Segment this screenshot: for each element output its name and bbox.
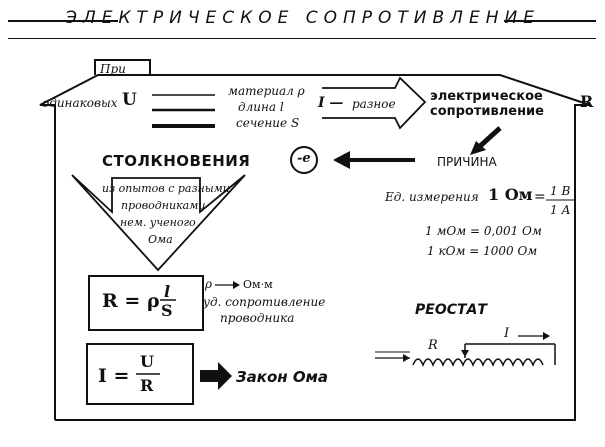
resistance-formula-num: l — [164, 282, 171, 301]
rho-desc-line1: уд. сопротивление — [203, 295, 326, 309]
ohm-law-box — [86, 343, 194, 405]
house-roof-right — [55, 74, 591, 421]
resistance-line1: электрическое — [430, 89, 543, 104]
ohm-formula-num: U — [140, 352, 154, 371]
experiments-funnel-arrow — [71, 174, 246, 272]
rho-unit: Ом·м — [243, 278, 273, 291]
unit-denominator: 1 А — [550, 203, 571, 217]
electron-circle — [290, 146, 318, 174]
section-label: сечение S — [236, 116, 300, 130]
collisions-label: СТОЛКНОВЕНИЯ — [102, 152, 251, 170]
rheostat-title: РЕОСТАТ — [415, 302, 487, 318]
unit-milli: 1 мОм = 0,001 Ом — [425, 224, 542, 238]
title-left-rule — [8, 20, 118, 22]
length-label: длина l — [238, 100, 284, 114]
experiments-line4: Ома — [148, 233, 173, 246]
house-outline — [39, 59, 151, 420]
rheostat-r-label: R — [428, 338, 438, 353]
unit-equals: = — [534, 189, 546, 205]
rho-symbol: ρ — [205, 277, 213, 291]
unit-label: Ед. измерения — [385, 190, 479, 204]
unit-kilo: 1 кОм = 1000 Ом — [427, 244, 538, 258]
resistance-formula-box — [88, 275, 204, 331]
resistance-to-cause-arrow — [476, 126, 502, 150]
material-label: материал ρ — [228, 84, 305, 98]
title-under-rule — [8, 38, 596, 39]
unit-main: 1 Ом — [488, 185, 533, 204]
electron-symbol: -e — [297, 151, 311, 166]
ohm-formula-den: R — [140, 376, 154, 395]
ohm-law-label: Закон Ома — [236, 368, 328, 386]
rheostat-coil — [412, 358, 544, 367]
experiments-line3: нем. ученого — [120, 216, 196, 229]
resistance-formula-left: R = ρ — [102, 290, 160, 312]
current-label: I — — [318, 95, 344, 111]
experiments-line1: из опытов с разными — [102, 182, 230, 195]
title-right-rule — [504, 20, 596, 22]
page-title: ЭЛЕКТРИЧЕСКОЕ СОПРОТИВЛЕНИЕ — [65, 8, 540, 28]
cause-label: ПРИЧИНА — [437, 155, 497, 169]
condition-tab-label: При — [100, 62, 126, 76]
resistance-arrow — [322, 76, 427, 130]
u-symbol: U — [122, 90, 137, 110]
rheostat-i-label: I — [504, 326, 510, 341]
resistance-symbol: R — [580, 92, 594, 111]
experiments-line2: проводниками — [121, 199, 206, 212]
rho-desc-line2: проводника — [220, 311, 295, 325]
unit-numerator: 1 В — [550, 184, 571, 198]
condition-prefix: одинаковых — [42, 96, 118, 110]
resistance-line2: сопротивление — [430, 104, 544, 119]
ohm-formula-left: I = — [98, 365, 130, 387]
differ-label: разное — [352, 97, 396, 111]
resistance-formula-den: S — [161, 301, 173, 320]
law-arrow — [200, 362, 232, 390]
